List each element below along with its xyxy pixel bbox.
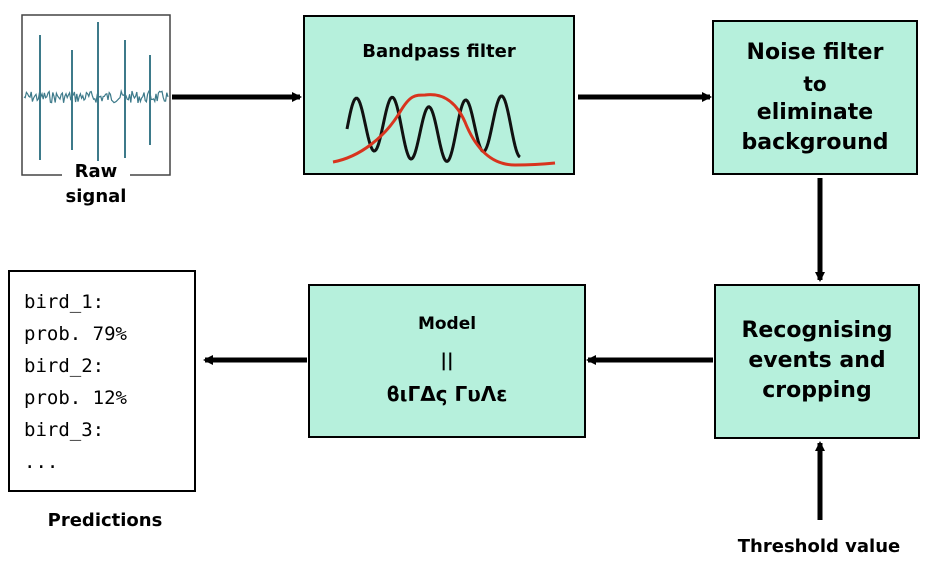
raw-signal-waveform [23, 88, 169, 104]
raw-signal-label-line1: Raw [62, 161, 130, 182]
prediction-line: ... [24, 451, 59, 473]
bandpass-signal-curve [345, 94, 521, 164]
noise-filter-line1: Noise filter [746, 40, 884, 65]
predictions-list: bird_1: prob. 79% bird_2: prob. 12% bird… [24, 286, 127, 478]
model-title: Model [417, 314, 477, 334]
noise-filter-box: Noise filter to eliminate background [712, 20, 918, 175]
recognising-line2: events and [748, 348, 886, 373]
raw-signal-label-line2: signal [65, 186, 127, 207]
bandpass-response-curve [332, 93, 556, 167]
threshold-value-label: Threshold value [737, 536, 901, 557]
noise-filter-line2: to [803, 72, 827, 96]
bandpass-illustration [332, 93, 556, 167]
prediction-line: bird_3: [24, 419, 105, 441]
model-name: ϐιΓΔς ΓυΛε [386, 382, 508, 406]
predictions-label: Predictions [47, 510, 163, 531]
noise-filter-line3: eliminate [756, 100, 874, 125]
recognising-events-box: Recognising events and cropping [714, 284, 920, 439]
raw-signal-thumbnail [21, 14, 171, 176]
noise-filter-line4: background [741, 130, 889, 155]
bandpass-filter-box: Bandpass filter [303, 15, 575, 175]
prediction-line: bird_2: [24, 355, 105, 377]
predictions-box: bird_1: prob. 79% bird_2: prob. 12% bird… [8, 270, 196, 492]
bandpass-filter-title: Bandpass filter [362, 41, 516, 62]
recognising-line3: cropping [762, 378, 872, 403]
model-separator: || [440, 350, 454, 371]
prediction-line: prob. 12% [24, 387, 127, 409]
prediction-line: bird_1: [24, 291, 105, 313]
recognising-line1: Recognising [741, 318, 893, 343]
prediction-line: prob. 79% [24, 323, 127, 345]
model-box: Model || ϐιΓΔς ΓυΛε [308, 284, 586, 438]
